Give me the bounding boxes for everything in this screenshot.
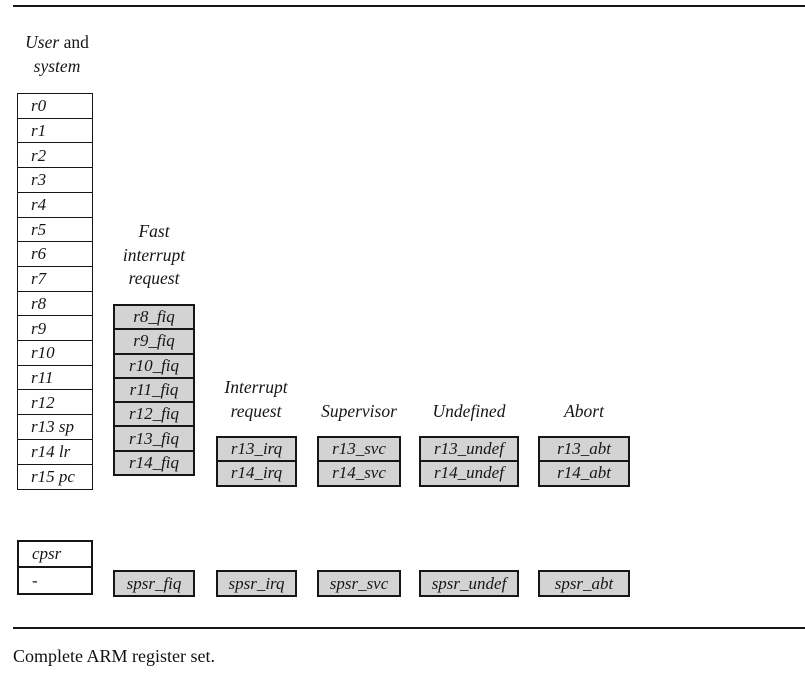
register-cell-r12-fiq: r12_fiq — [113, 401, 195, 428]
register-cell-r14-undef: r14_undef — [419, 460, 519, 487]
register-cell-r13-abt: r13_abt — [538, 436, 630, 463]
register-cell-spsr-undef: spsr_undef — [419, 570, 519, 597]
svc-header-line1: Supervisor — [321, 401, 397, 421]
register-cell-r2: r2 — [17, 142, 93, 169]
register-cell-r14-fiq: r14_fiq — [113, 449, 195, 477]
user-mode-header-line1: User and — [0, 31, 114, 55]
register-cell-r13-sp: r13 sp — [17, 414, 93, 441]
bottom-rule — [13, 627, 805, 629]
register-cell-r13-svc: r13_svc — [317, 436, 401, 463]
register-cell-r6: r6 — [17, 241, 93, 268]
svc-mode-header: Supervisor — [294, 400, 424, 424]
register-cell-r15-pc: r15 pc — [17, 463, 93, 490]
register-cell-r0: r0 — [17, 93, 93, 120]
fiq-header-line2: interrupt — [122, 244, 186, 265]
register-cell-r7: r7 — [17, 265, 93, 293]
user-mode-header-line2: system — [33, 55, 81, 76]
top-rule — [13, 5, 805, 7]
abt-mode-header: Abort — [519, 400, 649, 424]
user-register-column: r0 r1 r2 r3 r4 r5 r6 r7 r8 r9 r10 r11 r1… — [17, 93, 93, 490]
register-cell-spsr-irq: spsr_irq — [216, 570, 297, 597]
undef-mode-header: Undefined — [404, 400, 534, 424]
register-cell-r9: r9 — [17, 315, 93, 342]
register-cell-r11: r11 — [17, 364, 93, 392]
user-mode-header: User and system — [0, 31, 114, 78]
register-cell-r12: r12 — [17, 389, 93, 416]
fiq-header-line1: Fast — [138, 221, 170, 241]
irq-header-line2: request — [230, 400, 282, 421]
undef-register-column: r13_undef r14_undef — [419, 436, 519, 487]
register-cell-r14-irq: r14_irq — [216, 460, 297, 487]
register-cell-r13-irq: r13_irq — [216, 436, 297, 463]
undef-header-line1: Undefined — [432, 401, 506, 421]
irq-header-line1: Interrupt — [224, 377, 288, 397]
register-cell-spsr-fiq: spsr_fiq — [113, 570, 195, 597]
fiq-register-column: r8_fiq r9_fiq r10_fiq r11_fiq r12_fiq r1… — [113, 304, 195, 477]
figure-caption: Complete ARM register set. — [13, 646, 215, 666]
register-cell-spsr-abt: spsr_abt — [538, 570, 630, 597]
user-mode-conjunction: and — [59, 32, 89, 52]
register-cell-r14-lr: r14 lr — [17, 438, 93, 466]
register-cell-r3: r3 — [17, 167, 93, 194]
register-cell-r11-fiq: r11_fiq — [113, 376, 195, 404]
irq-mode-header: Interrupt request — [191, 376, 321, 423]
register-cell-r1: r1 — [17, 117, 93, 145]
cpsr-column: cpsr - — [17, 540, 93, 595]
fiq-header-line3: request — [128, 268, 180, 288]
register-cell-r14-abt: r14_abt — [538, 460, 630, 487]
user-mode-word: User — [25, 32, 60, 52]
fiq-mode-header: Fast interrupt request — [89, 220, 219, 291]
register-cell-r13-undef: r13_undef — [419, 436, 519, 463]
register-cell-r4: r4 — [17, 191, 93, 219]
register-cell-cpsr: cpsr — [17, 540, 93, 569]
irq-register-column: r13_irq r14_irq — [216, 436, 297, 487]
abt-register-column: r13_abt r14_abt — [538, 436, 630, 487]
register-cell-r13-fiq: r13_fiq — [113, 425, 195, 452]
svc-register-column: r13_svc r14_svc — [317, 436, 401, 487]
abt-header-line1: Abort — [564, 401, 604, 421]
register-cell-spsr-svc: spsr_svc — [317, 570, 401, 597]
register-cell-r5: r5 — [17, 216, 93, 243]
register-cell-r8-fiq: r8_fiq — [113, 304, 195, 331]
register-cell-user-spsr-none: - — [17, 566, 93, 595]
register-cell-r14-svc: r14_svc — [317, 460, 401, 487]
register-cell-r10: r10 — [17, 340, 93, 367]
register-cell-r10-fiq: r10_fiq — [113, 352, 195, 379]
register-cell-r8: r8 — [17, 290, 93, 318]
register-cell-r9-fiq: r9_fiq — [113, 328, 195, 355]
